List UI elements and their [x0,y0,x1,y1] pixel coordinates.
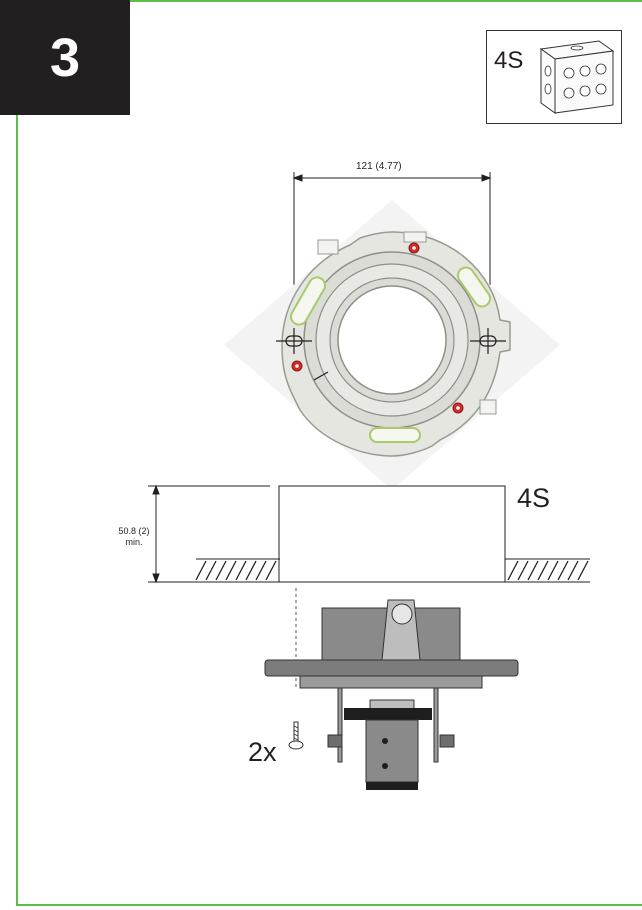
frame-bottom-border [16,904,642,906]
step-number-badge: 3 [0,0,130,115]
inset-label: 4S [494,47,524,74]
hole-spacing-dimension: 121 (4.77) [356,161,402,172]
box-type-label: 4S [517,483,551,513]
junction-box-icon [539,40,615,114]
depth-dimension: 50.8 (2) [118,526,150,536]
frame-top-border [0,0,642,2]
screw-quantity-label: 2x [248,737,277,767]
depth-note: min. [125,537,143,547]
frame-left-border [16,0,18,906]
junction-box-inset: 4S [486,30,622,124]
